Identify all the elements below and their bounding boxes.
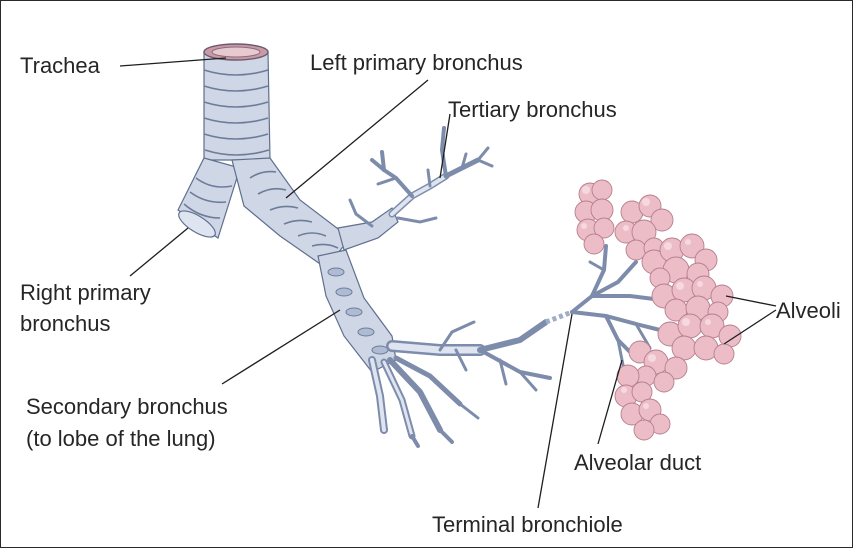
tertiary-bronchus-illustration (338, 128, 492, 250)
left-primary-bronchus-illustration (232, 158, 350, 268)
right-primary-bronchus-illustration (175, 158, 240, 242)
trachea-illustration (204, 44, 270, 160)
secondary-bronchus-illustration (318, 250, 550, 446)
label-alveoli: Alveoli (776, 298, 841, 323)
label-left-primary-bronchus: Left primary bronchus (310, 50, 523, 75)
alveoli-illustration (575, 180, 741, 440)
leader-left-primary-bronchus (286, 80, 428, 198)
leader-right-primary-bronchus (130, 228, 188, 276)
label-right-primary-bronchus-line1: Right primary (20, 280, 151, 305)
label-secondary-bronchus-line1: Secondary bronchus (26, 394, 228, 419)
label-secondary-bronchus-line2: (to lobe of the lung) (26, 426, 216, 451)
leader-secondary-bronchus (222, 310, 340, 384)
leader-terminal-bronchiole (538, 314, 572, 508)
label-right-primary-bronchus-line2: bronchus (20, 311, 111, 336)
label-terminal-bronchiole: Terminal bronchiole (432, 512, 623, 537)
label-trachea: Trachea (20, 53, 101, 78)
label-tertiary-bronchus: Tertiary bronchus (448, 97, 617, 122)
label-alveolar-duct: Alveolar duct (574, 450, 701, 475)
leader-alveoli-1 (726, 296, 776, 306)
